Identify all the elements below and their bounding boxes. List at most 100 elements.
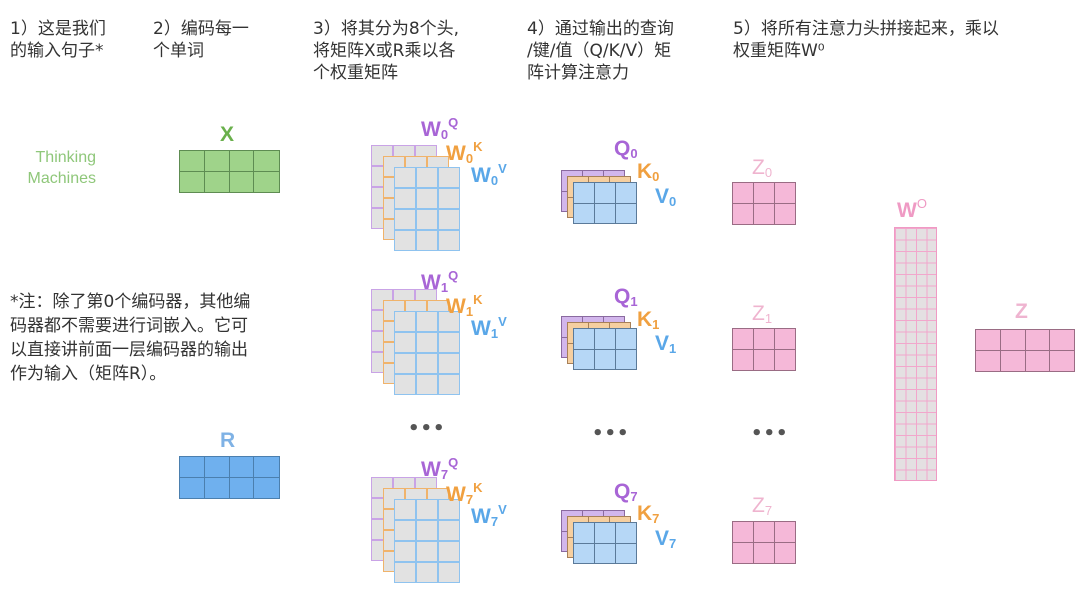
label-base: W (421, 271, 441, 294)
step-4-caption: 4）通过输出的查询 /键/值（Q/K/V）矩 阵计算注意力 (527, 18, 674, 84)
label-sup: V (498, 502, 507, 517)
v-matrix (573, 522, 637, 564)
q-label: Q0 (614, 138, 638, 165)
label-base: Z (752, 156, 765, 179)
z1-label: Z1 (752, 303, 772, 330)
footnote: *注：除了第0个编码器，其他编 码器都不需要进行词嵌入。它可 以直接讲前面一层编… (10, 290, 250, 386)
v-label: V1 (655, 333, 676, 360)
z-label: Z (1015, 300, 1028, 323)
z7-matrix (732, 521, 796, 564)
wv-label: W0V (471, 158, 507, 192)
step-2-caption: 2）编码每一 个单词 (153, 18, 249, 62)
footnote-line: *注：除了第0个编码器，其他编 (10, 292, 251, 312)
label-sub: 1 (669, 341, 677, 356)
label-sup: K (473, 292, 483, 307)
label-base: W (471, 317, 491, 340)
head-1-weights (371, 289, 461, 397)
v-matrix (573, 182, 637, 224)
v-label: V0 (655, 186, 676, 213)
footnote-line: 作为输入（矩阵R）。 (10, 364, 167, 384)
head-0-qkv (561, 170, 641, 226)
label-base: W (446, 295, 466, 318)
wo-label: WO (897, 193, 927, 222)
label-sub: 1 (465, 304, 474, 319)
r-matrix (179, 456, 280, 499)
label-base: V (655, 185, 670, 208)
input-sentence: Thinking Machines (18, 147, 96, 189)
wv-matrix (394, 311, 460, 395)
label-base: Z (752, 494, 765, 517)
step-3-caption: 3）将其分为8个头, 将矩阵X或R乘以各 个权重矩阵 (313, 18, 459, 84)
q-label: Q1 (614, 286, 638, 313)
label-sub: 0 (652, 169, 660, 184)
wq-label: W1Q (421, 265, 458, 299)
wv-matrix (394, 167, 460, 251)
label-base: W (421, 118, 441, 141)
wv-label: W1V (471, 311, 507, 345)
label-sub: 0 (630, 146, 638, 161)
head-7-weights (371, 477, 461, 585)
caption-line: 阵计算注意力 (527, 63, 629, 83)
label-sub: 0 (764, 165, 773, 180)
caption-line: 个权重矩阵 (313, 63, 398, 83)
label-sub: 1 (652, 317, 660, 332)
caption-line: /键/值（Q/K/V）矩 (527, 41, 672, 61)
ellipsis-z: ••• (751, 423, 789, 444)
label-base: K (637, 160, 653, 183)
label-sup: K (473, 480, 483, 495)
step-5-caption: 5）将所有注意力头拼接起来，乘以 权重矩阵W⁰ (733, 18, 999, 62)
caption-line: 将矩阵X或R乘以各 (313, 41, 456, 61)
label-sub: 7 (669, 536, 677, 551)
label-sub: 0 (440, 127, 449, 142)
label-sub: 1 (630, 294, 638, 309)
step-1-caption: 1）这是我们 的输入句子* (10, 18, 106, 62)
label-sup: V (498, 314, 507, 329)
z-matrix (975, 329, 1075, 372)
ellipsis-qkv: ••• (592, 423, 630, 444)
caption-line: 1）这是我们 (10, 19, 106, 39)
footnote-line: 以直接讲前面一层编码器的输出 (10, 340, 248, 360)
label-sub: 1 (490, 326, 499, 341)
label-sub: 0 (490, 173, 499, 188)
caption-line: 3）将其分为8个头, (313, 19, 460, 39)
label-sup: Q (448, 115, 459, 130)
z7-label: Z7 (752, 495, 772, 522)
v-matrix (573, 328, 637, 370)
v-label: V7 (655, 528, 676, 555)
label-base: W (471, 164, 491, 187)
input-word: Machines (27, 170, 96, 187)
wk-label: W7K (446, 477, 482, 511)
caption-line: 4）通过输出的查询 (527, 19, 674, 39)
label-sup: Q (448, 268, 459, 283)
label-base: Q (614, 285, 631, 308)
label-base: Z (752, 302, 765, 325)
label-base: Q (614, 137, 631, 160)
label-sub: 0 (669, 194, 677, 209)
label-sub: 7 (630, 489, 638, 504)
k-label: K1 (637, 309, 659, 336)
label-base: W (446, 483, 466, 506)
label-base: Q (614, 480, 631, 503)
k-label: K0 (637, 161, 659, 188)
head-1-qkv (561, 316, 641, 372)
label-sub: 7 (764, 503, 773, 518)
label-base: W (446, 142, 466, 165)
input-word: Thinking (35, 149, 96, 166)
label-sub: 7 (652, 511, 660, 526)
wk-label: W0K (446, 136, 482, 170)
z0-label: Z0 (752, 157, 772, 184)
ellipsis-weights: ••• (408, 418, 446, 439)
x-matrix (179, 150, 280, 193)
z1-matrix (732, 328, 796, 371)
label-sub: 1 (764, 311, 773, 326)
z0-matrix (732, 182, 796, 225)
wq-label: W0Q (421, 112, 458, 146)
wv-matrix (394, 499, 460, 583)
wq-label: W7Q (421, 452, 458, 486)
label-sub: 0 (465, 151, 474, 166)
wo-matrix (894, 227, 937, 481)
head-0-weights (371, 145, 461, 253)
label-sup: K (473, 139, 483, 154)
caption-line: 权重矩阵W⁰ (733, 41, 825, 61)
label-base: W (421, 458, 441, 481)
